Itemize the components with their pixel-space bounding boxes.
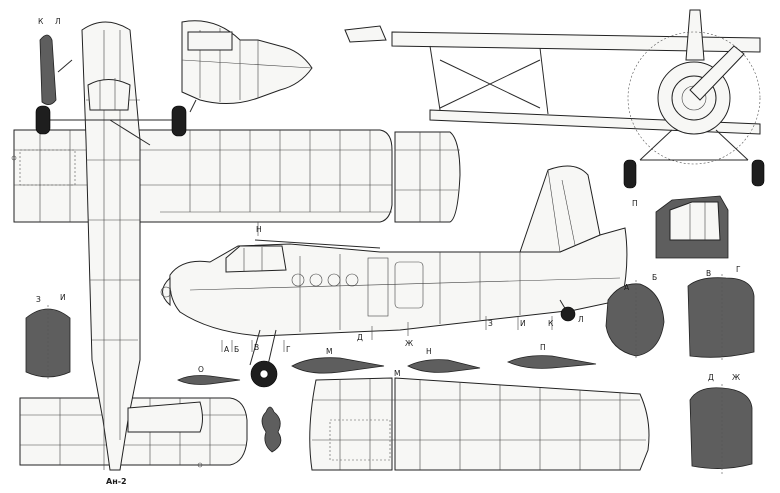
cockpit-detail bbox=[655, 195, 729, 259]
label-v: В bbox=[706, 269, 711, 278]
label-a-side: А bbox=[224, 345, 230, 354]
label-zh: Ж bbox=[732, 373, 740, 382]
label-g: Г bbox=[736, 265, 741, 274]
airfoil-sections: О М Н П bbox=[177, 343, 597, 385]
drawing-caption: Ан-2 bbox=[106, 477, 127, 486]
label-b-side: Б bbox=[234, 345, 239, 354]
label-l-side: Л bbox=[578, 315, 584, 324]
label-d-side: Д bbox=[357, 333, 363, 342]
top-view-right-wheel bbox=[171, 105, 187, 137]
label-b: Б bbox=[652, 273, 657, 282]
lower-wing-plan: М bbox=[309, 369, 650, 471]
label-a: А bbox=[624, 283, 630, 292]
label-m-plan: М bbox=[394, 369, 400, 378]
label-i-side: И bbox=[520, 319, 526, 328]
section-vg: В Г bbox=[687, 265, 755, 362]
section-ab: А Б bbox=[605, 273, 665, 360]
label-k: К bbox=[38, 17, 44, 26]
section-dzh: Д Ж bbox=[689, 373, 753, 474]
airfoil-n bbox=[407, 359, 481, 373]
label-d: Д bbox=[708, 373, 714, 382]
airfoil-o bbox=[177, 375, 241, 385]
label-zh-side: Ж bbox=[405, 339, 413, 348]
label-p-side: П bbox=[632, 199, 638, 208]
label-z: З bbox=[36, 295, 41, 304]
strut-section bbox=[261, 406, 282, 453]
label-l: Л bbox=[55, 17, 61, 26]
label-n: Н bbox=[426, 347, 432, 356]
section-zi: З И bbox=[25, 293, 71, 380]
label-k-side: К bbox=[548, 319, 554, 328]
engine-nacelle-top bbox=[181, 20, 313, 113]
label-m: М bbox=[326, 347, 332, 356]
airfoil-p bbox=[507, 355, 597, 369]
side-view-fin bbox=[519, 165, 601, 253]
airfoil-m bbox=[291, 357, 385, 374]
label-i: И bbox=[60, 293, 66, 302]
top-view-upper-wing bbox=[13, 129, 393, 223]
label-z-side: З bbox=[488, 319, 493, 328]
label-p: П bbox=[540, 343, 546, 352]
top-view-left-wheel bbox=[35, 105, 51, 135]
propeller-disk bbox=[627, 31, 761, 165]
label-n-side: Н bbox=[256, 225, 262, 234]
top-view-stabilizer bbox=[127, 401, 203, 433]
section-kl: К Л bbox=[38, 17, 73, 105]
label-g-side: Г bbox=[286, 345, 291, 354]
front-view bbox=[344, 9, 765, 189]
propeller-blade bbox=[689, 45, 745, 101]
label-v-side: В bbox=[254, 343, 259, 352]
label-o: О bbox=[198, 365, 204, 374]
top-view bbox=[11, 21, 461, 471]
side-view bbox=[160, 165, 628, 388]
